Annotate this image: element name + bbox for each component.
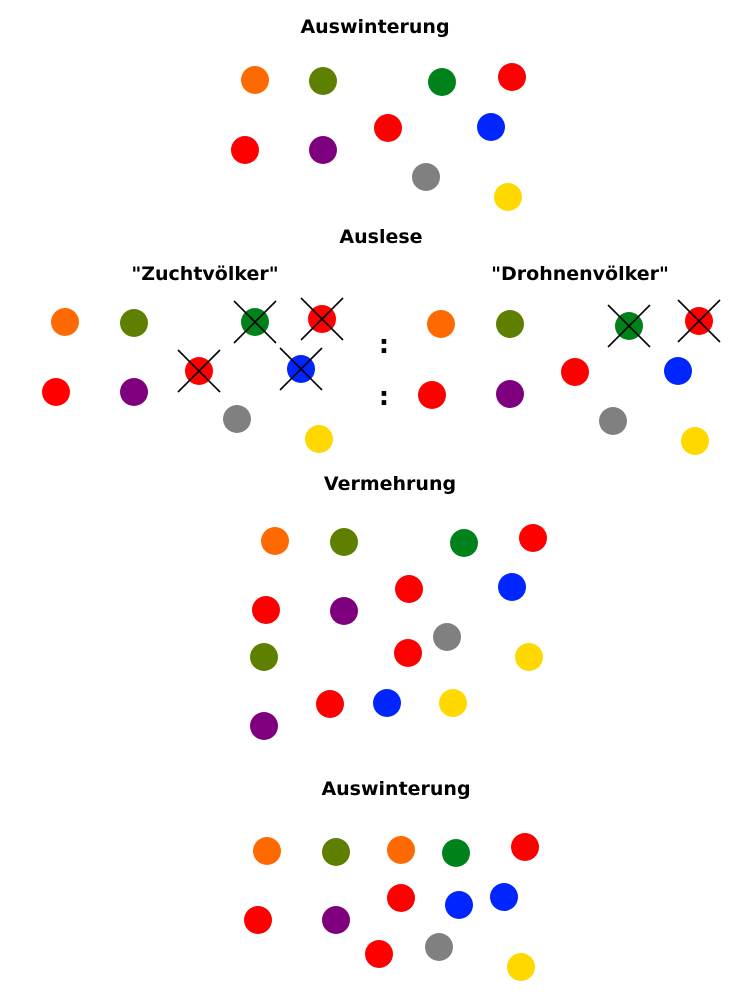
colony-dot-red — [418, 381, 446, 409]
colony-dot-blue — [445, 891, 473, 919]
heading-vermehrung: Vermehrung — [323, 473, 457, 495]
colony-dot-gray — [433, 623, 461, 651]
colony-dot-red — [498, 63, 526, 91]
colony-dot-olive — [120, 309, 148, 337]
colony-dot-orange — [261, 527, 289, 555]
colony-dot-yellow — [515, 643, 543, 671]
colony-dot-red — [244, 906, 272, 934]
cross-out-mark — [233, 300, 277, 344]
colony-dot-purple — [496, 380, 524, 408]
colony-dot-orange — [253, 837, 281, 865]
cross-line — [233, 300, 277, 344]
colony-dot-orange — [387, 836, 415, 864]
heading-drohnenvoelker: "Drohnenvölker" — [491, 263, 669, 285]
cross-out-mark — [300, 297, 344, 341]
separator-colon-top: : — [378, 330, 390, 360]
cross-out-mark — [279, 347, 323, 391]
colony-dot-blue — [490, 883, 518, 911]
colony-dot-blue — [477, 113, 505, 141]
colony-dot-olive — [309, 67, 337, 95]
separator-colon-bottom: : — [378, 382, 390, 412]
colony-dot-red — [394, 639, 422, 667]
cross-out-mark — [677, 299, 721, 343]
colony-dot-purple — [120, 378, 148, 406]
colony-dot-blue — [664, 357, 692, 385]
colony-dot-red — [561, 358, 589, 386]
colony-dot-red — [365, 940, 393, 968]
colony-dot-red — [511, 833, 539, 861]
cross-out-mark — [177, 349, 221, 393]
colony-dot-yellow — [305, 425, 333, 453]
colony-dot-orange — [241, 66, 269, 94]
colony-dot-orange — [51, 308, 79, 336]
colony-dot-red — [519, 524, 547, 552]
colony-dot-orange — [427, 310, 455, 338]
colony-dot-green — [428, 68, 456, 96]
colony-dot-olive — [496, 310, 524, 338]
colony-dot-red — [374, 114, 402, 142]
colony-dot-gray — [223, 405, 251, 433]
colony-dot-red — [42, 378, 70, 406]
colony-dot-yellow — [439, 689, 467, 717]
cross-line — [279, 347, 323, 391]
colony-dot-blue — [373, 689, 401, 717]
colony-dot-gray — [412, 163, 440, 191]
heading-auslese: Auslese — [339, 226, 423, 248]
colony-dot-red — [387, 884, 415, 912]
cross-line — [177, 349, 221, 393]
colony-dot-yellow — [507, 953, 535, 981]
cross-out-mark — [607, 304, 651, 348]
heading-zuchtvoelker: "Zuchtvölker" — [131, 263, 279, 285]
colony-dot-red — [252, 596, 280, 624]
heading-auswinterung-top: Auswinterung — [300, 16, 450, 38]
colony-dot-gray — [425, 933, 453, 961]
colony-dot-purple — [250, 712, 278, 740]
colony-dot-olive — [330, 528, 358, 556]
colony-dot-green — [450, 529, 478, 557]
cross-line — [677, 299, 721, 343]
colony-dot-purple — [309, 136, 337, 164]
colony-dot-blue — [498, 573, 526, 601]
colony-dot-purple — [322, 906, 350, 934]
colony-dot-red — [395, 575, 423, 603]
colony-dot-red — [231, 136, 259, 164]
colony-dot-yellow — [681, 427, 709, 455]
colony-dot-olive — [250, 643, 278, 671]
cross-line — [607, 304, 651, 348]
colony-dot-yellow — [494, 183, 522, 211]
colony-dot-green — [442, 839, 470, 867]
cross-line — [300, 297, 344, 341]
colony-dot-purple — [330, 597, 358, 625]
colony-dot-red — [316, 690, 344, 718]
colony-dot-olive — [322, 838, 350, 866]
colony-dot-gray — [599, 407, 627, 435]
heading-auswinterung-bottom: Auswinterung — [321, 778, 471, 800]
